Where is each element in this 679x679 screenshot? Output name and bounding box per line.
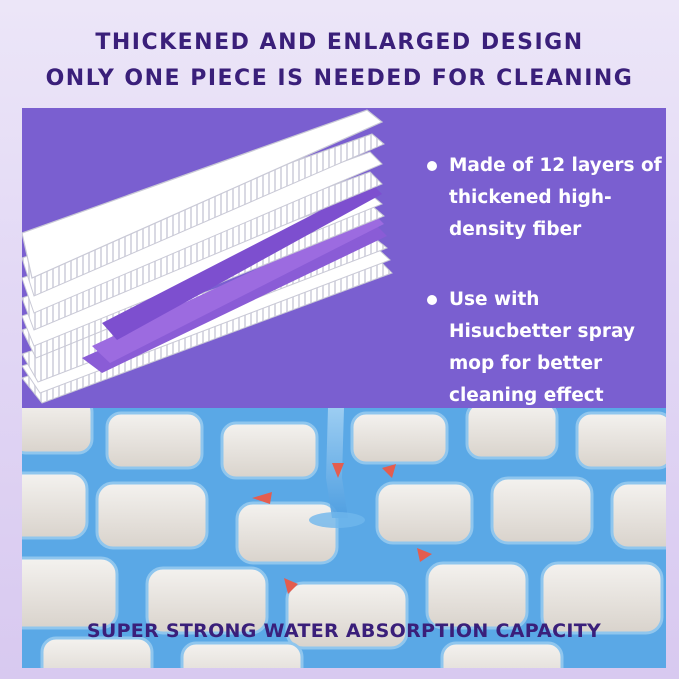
feature-list: Made of 12 layers of thickened high-dens… (427, 150, 662, 412)
fiber-cells (22, 408, 666, 668)
flow-arrows (252, 463, 432, 594)
water-mesh-illustration (22, 408, 666, 668)
feature-item: Made of 12 layers of thickened high-dens… (427, 150, 662, 246)
fiber-layers-illustration (22, 109, 393, 404)
layer-stack (22, 109, 393, 404)
feature-text: Use with Hisucbetter spray mop for bette… (449, 289, 635, 406)
feature-text: Made of 12 layers of thickened high-dens… (449, 155, 662, 240)
layers-panel: Made of 12 layers of thickened high-dens… (22, 108, 666, 408)
bullet-dot-icon (427, 161, 437, 171)
bullet-dot-icon (427, 295, 437, 305)
absorption-caption: SUPER STRONG WATER ABSORPTION CAPACITY (86, 620, 602, 642)
headline-line-2: ONLY ONE PIECE IS NEEDED FOR CLEANING (45, 66, 634, 91)
water-absorption-panel: SUPER STRONG WATER ABSORPTION CAPACITY (22, 408, 666, 668)
headline-line-1: THICKENED AND ENLARGED DESIGN (95, 30, 584, 55)
feature-item: Use with Hisucbetter spray mop for bette… (427, 284, 662, 412)
